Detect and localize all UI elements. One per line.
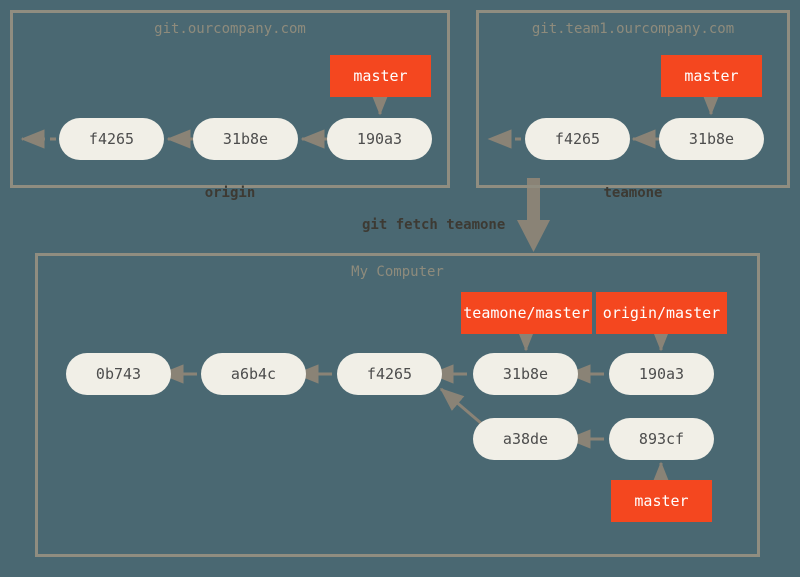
ref-label-local-origin-master[interactable]: origin/master	[596, 292, 727, 334]
ref-label-teamone-master[interactable]: master	[661, 55, 762, 97]
repo-title-origin: git.ourcompany.com	[154, 21, 306, 37]
commit-node-teamone-31b8e[interactable]: 31b8e	[659, 118, 764, 160]
commit-node-origin-31b8e[interactable]: 31b8e	[193, 118, 298, 160]
ref-label-local-master[interactable]: master	[611, 480, 712, 522]
commit-node-origin-190a3[interactable]: 190a3	[327, 118, 432, 160]
commit-node-local-0b743[interactable]: 0b743	[66, 353, 171, 395]
commit-node-origin-f4265[interactable]: f4265	[59, 118, 164, 160]
commit-node-local-a6b4c[interactable]: a6b4c	[201, 353, 306, 395]
repo-caption-teamone: teamone	[603, 185, 663, 201]
ref-label-local-teamone-master[interactable]: teamone/master	[461, 292, 592, 334]
repo-title-teamone: git.team1.ourcompany.com	[531, 21, 735, 37]
commit-node-teamone-f4265[interactable]: f4265	[525, 118, 630, 160]
commit-node-local-f4265[interactable]: f4265	[337, 353, 442, 395]
repo-caption-origin: origin	[204, 185, 256, 201]
commit-node-local-190a3[interactable]: 190a3	[609, 353, 714, 395]
commit-node-local-893cf[interactable]: 893cf	[609, 418, 714, 460]
repo-title-local: My Computer	[351, 264, 444, 280]
repo-frame-origin: git.ourcompany.com	[10, 10, 450, 188]
repo-frame-teamone: git.team1.ourcompany.com	[476, 10, 790, 188]
repo-frame-local: My Computer	[35, 253, 760, 557]
commit-node-local-31b8e[interactable]: 31b8e	[473, 353, 578, 395]
command-label-git-fetch: git fetch teamone	[362, 217, 506, 233]
commit-node-local-a38de[interactable]: a38de	[473, 418, 578, 460]
ref-label-origin-master[interactable]: master	[330, 55, 431, 97]
